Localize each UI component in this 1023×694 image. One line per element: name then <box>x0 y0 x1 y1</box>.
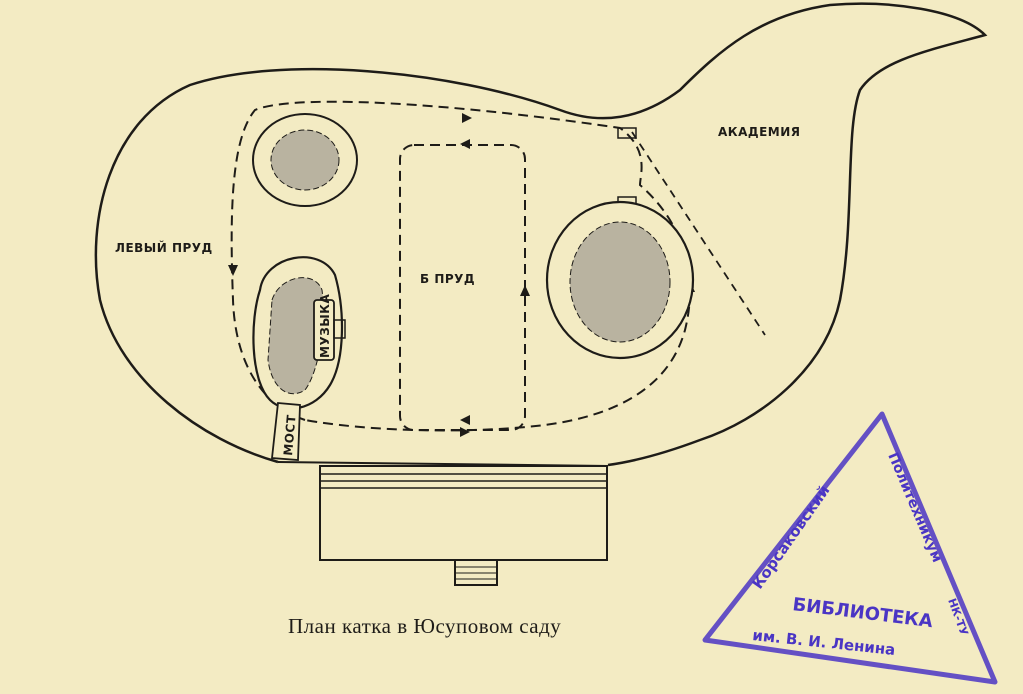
outer-skating-track <box>230 100 691 432</box>
pavilion-building <box>277 461 609 586</box>
svg-text:им. В. И. Ленина: им. В. И. Ленина <box>752 626 897 659</box>
bridge-label: МОСТ <box>281 414 299 457</box>
left-pond-label: ЛЕВЫЙ ПРУД <box>115 240 213 255</box>
svg-text:Политехникум: Политехникум <box>884 450 945 564</box>
bridge <box>271 402 301 461</box>
island-right <box>545 196 695 360</box>
academy-label: АКАДЕМИЯ <box>718 125 801 139</box>
island-left: МУЗЫКА МОСТ <box>252 256 346 461</box>
figure-caption: План катка в Юсуповом саду <box>288 614 562 638</box>
island-top-left <box>252 113 358 207</box>
academy-path <box>631 131 766 336</box>
music-label: МУЗЫКА <box>318 294 332 358</box>
library-stamp: Корсаковский Политехникум БИБЛИОТЕКА им.… <box>702 411 998 685</box>
garden-outline <box>94 2 988 467</box>
b-pond-label: Б ПРУД <box>420 272 475 286</box>
inner-skating-track <box>399 144 526 431</box>
svg-text:БИБЛИОТЕКА: БИБЛИОТЕКА <box>791 594 934 632</box>
svg-text:Корсаковский: Корсаковский <box>749 482 834 593</box>
